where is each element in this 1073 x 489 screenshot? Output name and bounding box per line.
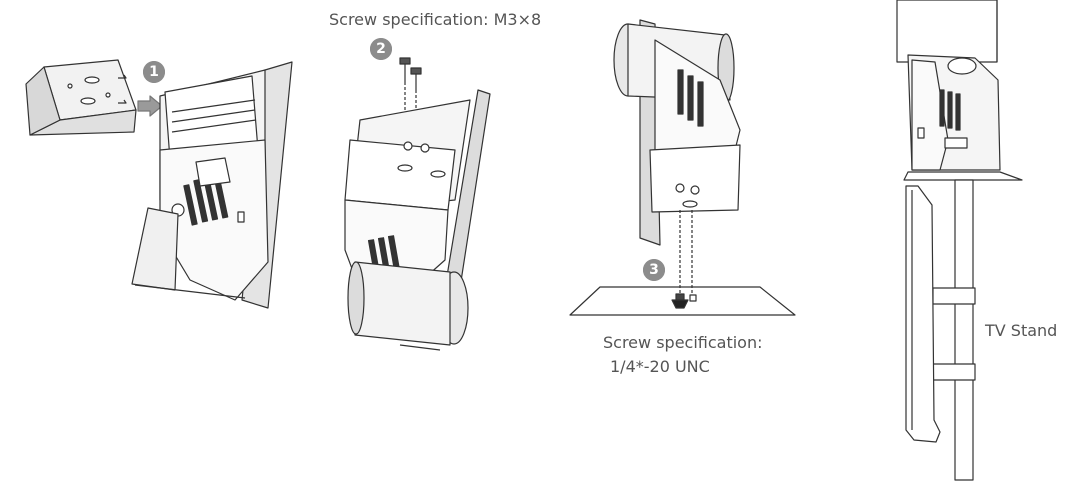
stand-clamp [932, 363, 976, 381]
step2-figure [344, 38, 491, 351]
tv-stand-figure [896, 0, 1023, 481]
step-1-badge: 1 [143, 61, 165, 83]
camera-unit-step1 [131, 61, 293, 309]
step1-figure [25, 59, 293, 309]
step-3-badge: 3 [643, 259, 665, 281]
step-2-badge: 2 [370, 38, 392, 60]
camera-unit-stand [907, 54, 1001, 171]
camera-unit-step2 [344, 89, 491, 351]
insert-arrow [137, 95, 163, 117]
stand-pole [954, 179, 974, 481]
stand-shelf [903, 171, 1023, 181]
step3-figure [569, 19, 796, 316]
vent-slots [939, 89, 961, 131]
mounting-bracket [25, 59, 137, 136]
step-2-caption: Screw specification: M3×8 [329, 10, 542, 29]
step-3-caption-line1: Screw specification: [603, 333, 763, 352]
stand-clamp [932, 287, 976, 305]
tv-stand-label: TV Stand [985, 321, 1058, 340]
tv-screen [896, 0, 998, 63]
tv-side-profile [905, 185, 941, 443]
camera-unit-step3 [613, 19, 741, 298]
step-3-caption-line2: 1/4*-20 UNC [610, 357, 710, 376]
vent-slots [677, 69, 704, 127]
tripod-screw [671, 293, 697, 309]
